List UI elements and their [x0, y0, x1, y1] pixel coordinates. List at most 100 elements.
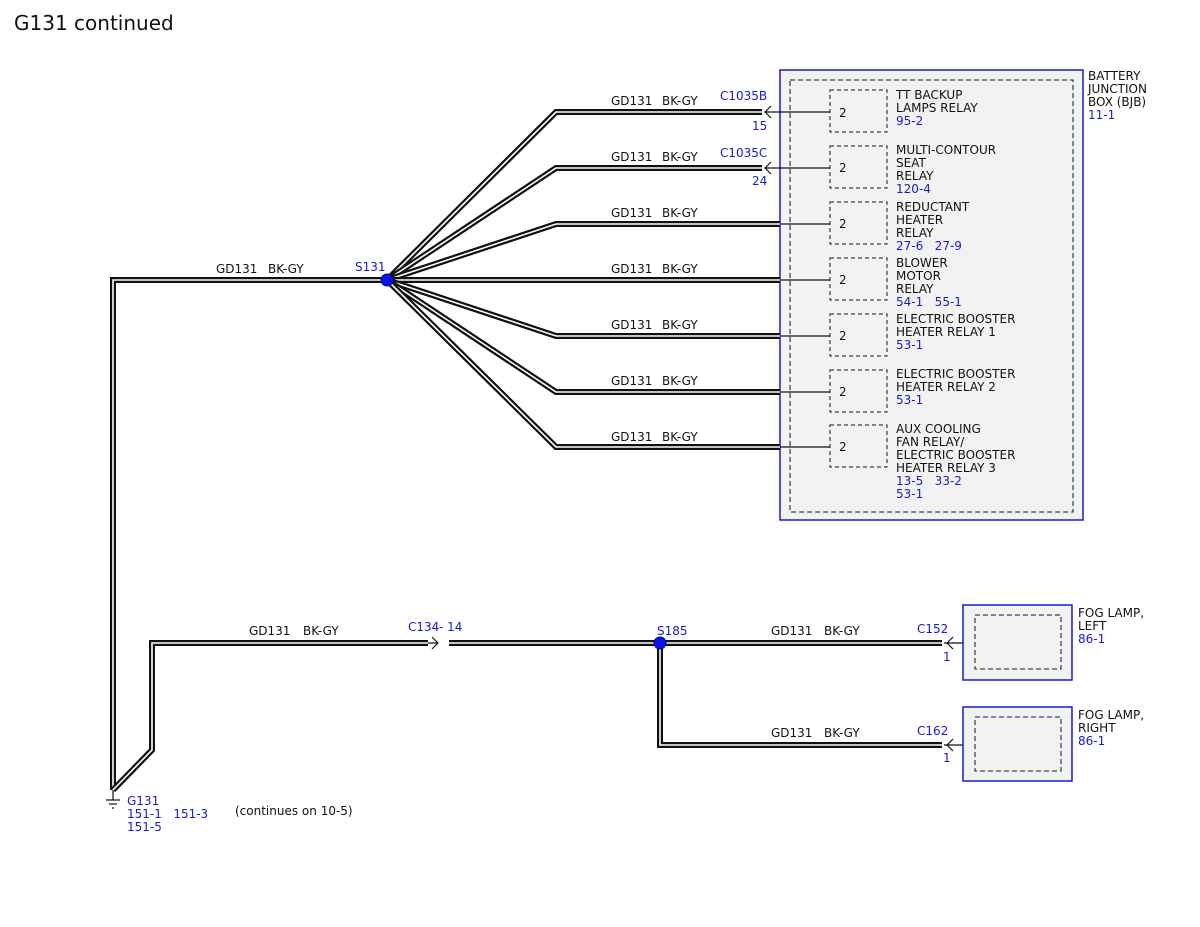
wire-circuit-label: GD131	[611, 430, 652, 444]
wire-stripe	[386, 111, 762, 281]
wire-circuit-label: GD131	[611, 150, 652, 164]
splice-s131-dot	[380, 273, 394, 287]
relay-name: HEATER RELAY 1	[896, 325, 996, 339]
relay-names: TT BACKUP LAMPS RELAY 95-2 MULTI-CONTOUR…	[895, 88, 1015, 501]
connector-arrow-icon	[764, 161, 772, 175]
ground-ref: 151-5	[127, 820, 162, 834]
relay-pin-box-reductant	[829, 201, 888, 245]
relay-cavity-number: 2	[839, 385, 847, 399]
relay-ref: 13-5 33-2	[896, 474, 962, 488]
relay-ref: 53-1	[896, 393, 923, 407]
bjb-label-line-3: BOX (BJB)	[1088, 95, 1146, 109]
ground-icon	[106, 790, 120, 809]
relay-name: LAMPS RELAY	[896, 101, 978, 115]
relay-pin-box-booster-1	[829, 313, 888, 357]
relay-ref: 95-2	[896, 114, 923, 128]
relay-ref: 120-4	[896, 182, 931, 196]
fog-lamp-left-box	[962, 604, 1073, 681]
relay-cavity-number: 2	[839, 217, 847, 231]
wire-circuit-label: GD131	[611, 318, 652, 332]
fog-lamp-right-inner	[974, 716, 1062, 772]
relay-name: FAN RELAY/	[896, 435, 965, 449]
relay-name: SEAT	[896, 156, 926, 170]
fog-lamp-right-name: RIGHT	[1078, 721, 1116, 735]
fog-lamp-right-box	[962, 706, 1073, 782]
bjb-ref: 11-1	[1088, 108, 1115, 122]
relay-name: ELECTRIC BOOSTER	[896, 448, 1015, 462]
relay-name: BLOWER	[896, 256, 948, 270]
wire-stripe	[386, 279, 780, 393]
connector-arrow-icon	[946, 738, 954, 752]
wire-stripe	[386, 223, 780, 281]
relay-name: HEATER	[896, 213, 943, 227]
inline-connector-pin: - 14	[439, 620, 462, 634]
relay-pin-box-aux-cooling	[829, 424, 888, 468]
wire-stripe	[386, 279, 780, 448]
relay-ref: 27-6 27-9	[896, 239, 962, 253]
fog-lamp-left-inner	[974, 614, 1062, 670]
relay-cavity-number: 2	[839, 161, 847, 175]
wire-color-label: BK-GY	[824, 624, 860, 638]
fog-lamp-right-name: FOG LAMP,	[1078, 708, 1144, 722]
relay-pin-box-tt-backup	[829, 89, 888, 133]
relay-ref: 54-1 55-1	[896, 295, 962, 309]
relay-name: MOTOR	[896, 269, 941, 283]
wire-circuit-label: GD131	[611, 374, 652, 388]
wire-stripe	[386, 167, 762, 281]
connector-pin: 1	[943, 751, 951, 765]
relay-pin-box-blower	[829, 257, 888, 301]
wire-circuit-label: GD131	[611, 206, 652, 220]
fog-lamp-right-ref: 86-1	[1078, 734, 1105, 748]
lower-branch-wire	[110, 640, 428, 793]
relay-name: ELECTRIC BOOSTER	[896, 312, 1015, 326]
wire-stripe	[386, 279, 780, 337]
connector-arrow-icon	[764, 105, 772, 119]
ground-label: G131	[127, 794, 159, 808]
relay-name: RELAY	[896, 226, 934, 240]
s131-branch-wires	[384, 109, 780, 450]
wire-circuit-label: GD131	[771, 624, 812, 638]
wire-segment	[384, 109, 762, 283]
wire-color-label: BK-GY	[662, 150, 698, 164]
wire-labels: GD131 BK-GY GD131 BK-GY GD131 BK-GY GD13…	[216, 94, 860, 740]
ground-ref: 151-1 151-3	[127, 807, 208, 821]
wire-color-label: BK-GY	[662, 374, 698, 388]
relay-name: ELECTRIC BOOSTER	[896, 367, 1015, 381]
wire-color-label: BK-GY	[268, 262, 304, 276]
connector-label: C1035B	[720, 89, 767, 103]
bjb-inner-outline	[789, 79, 1074, 513]
trunk-wire-stripe	[112, 279, 387, 790]
wire-segment	[386, 277, 780, 339]
splice-s185-dot	[653, 636, 667, 650]
fog-lamp-left-name: FOG LAMP,	[1078, 606, 1144, 620]
fog-lamp-left-ref: 86-1	[1078, 632, 1105, 646]
wire-circuit-label: GD131	[611, 94, 652, 108]
wire-color-label: BK-GY	[662, 94, 698, 108]
relay-name: RELAY	[896, 169, 934, 183]
inline-connector-icon	[428, 636, 439, 650]
lower-branch-wire-stripe	[112, 642, 428, 791]
bjb-label-line-2: JUNCTION	[1087, 82, 1147, 96]
connector-pin: 24	[752, 174, 767, 188]
inline-connector-label: C134	[408, 620, 439, 634]
wire-color-label: BK-GY	[662, 206, 698, 220]
continues-note: (continues on 10-5)	[235, 804, 353, 818]
relay-pin-box-multi-contour	[829, 145, 888, 189]
relay-pin-box-booster-2	[829, 369, 888, 413]
wire-circuit-label: GD131	[611, 262, 652, 276]
wire-circuit-label: GD131	[249, 624, 290, 638]
relay-name: HEATER RELAY 3	[896, 461, 996, 475]
splice-label-s185: S185	[657, 624, 688, 638]
relay-name: REDUCTANT	[896, 200, 970, 214]
relay-ref: 53-1	[896, 338, 923, 352]
relay-name: AUX COOLING	[896, 422, 981, 436]
fog-right-wire-stripe	[659, 643, 942, 746]
bjb-label-line-1: BATTERY	[1088, 69, 1141, 83]
relay-cavity-number: 2	[839, 106, 847, 120]
relay-cavity-number: 2	[839, 273, 847, 287]
relay-name: HEATER RELAY 2	[896, 380, 996, 394]
wire-color-label: BK-GY	[824, 726, 860, 740]
relay-name: MULTI-CONTOUR	[896, 143, 996, 157]
connector-arrow-icon	[946, 636, 954, 650]
